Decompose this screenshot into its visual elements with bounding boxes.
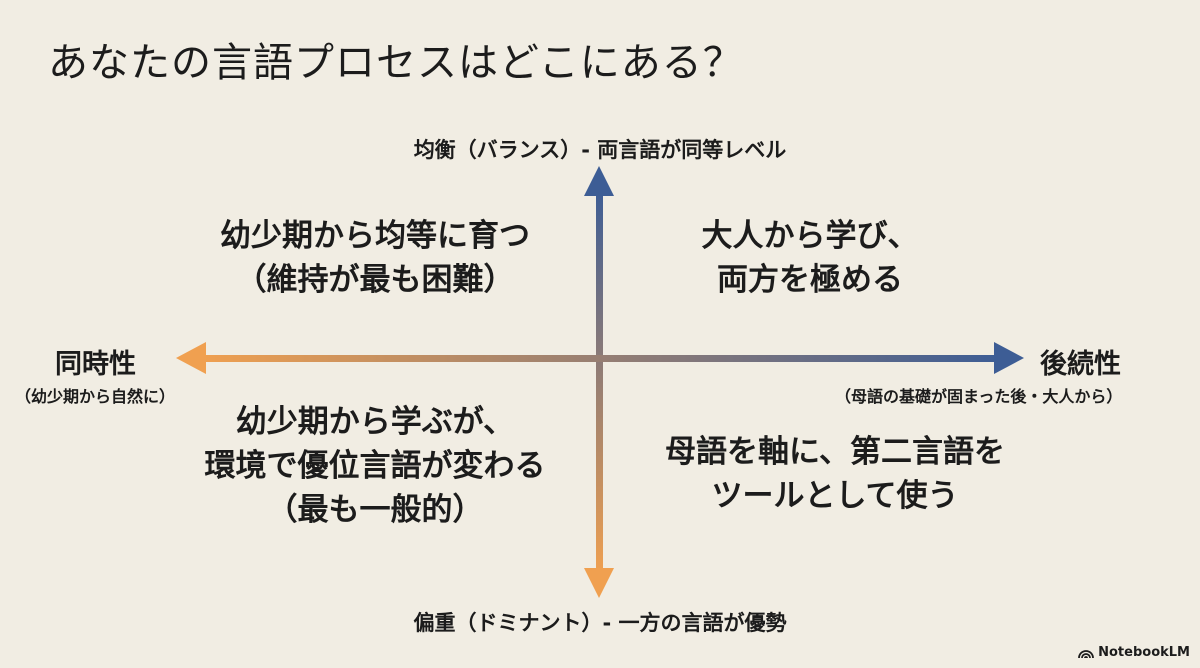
right-axis-subtitle: （母語の基礎が固まった後・大人から）	[835, 387, 1123, 406]
quadrant-bottom-right: 母語を軸に、第二言語を ツールとして使う	[625, 430, 1045, 518]
down-arrow-head	[584, 568, 614, 598]
notebooklm-logo-icon	[1078, 649, 1095, 658]
quadrant-top-left-line-2: （維持が最も困難）	[235, 262, 515, 298]
quadrant-bottom-right-line-2: ツールとして使う	[711, 478, 959, 514]
right-arrow-head	[994, 342, 1024, 374]
quadrant-top-right-line-1: 大人から学び、	[701, 218, 919, 254]
quadrant-bottom-left-line-2: 環境で優位言語が変わる	[204, 448, 546, 484]
quadrant-top-left: 幼少期から均等に育つ （維持が最も困難）	[185, 214, 565, 302]
left-axis-subtitle: （幼少期から自然に）	[15, 387, 176, 406]
quadrant-bottom-left-line-3: （最も一般的）	[266, 492, 484, 528]
quadrant-top-right: 大人から学び、 両方を極める	[620, 214, 1000, 302]
quadrant-top-left-line-1: 幼少期から均等に育つ	[220, 218, 530, 254]
left-arrow-head	[176, 342, 206, 374]
up-arrow-head	[584, 166, 614, 196]
bottom-axis-label: 偏重（ドミナント）- 一方の言語が優勢	[413, 611, 787, 635]
quadrant-top-right-line-2: 両方を極める	[717, 262, 903, 298]
quadrant-bottom-left-line-1: 幼少期から学ぶが、	[235, 404, 515, 440]
top-axis-label: 均衡（バランス）- 両言語が同等レベル	[413, 138, 787, 162]
vertical-axis-line	[596, 190, 603, 575]
page-title: あなたの言語プロセスはどこにある？	[48, 40, 744, 86]
quadrant-bottom-right-line-1: 母語を軸に、第二言語を	[664, 434, 1006, 470]
right-axis-title: 後続性	[1040, 349, 1121, 380]
horizontal-axis-line	[200, 355, 1000, 362]
notebooklm-branding: NotebookLM	[1078, 645, 1190, 660]
left-axis-title: 同時性	[55, 349, 136, 380]
quadrant-bottom-left: 幼少期から学ぶが、 環境で優位言語が変わる （最も一般的）	[165, 400, 585, 532]
branding-text: NotebookLM	[1098, 645, 1190, 660]
